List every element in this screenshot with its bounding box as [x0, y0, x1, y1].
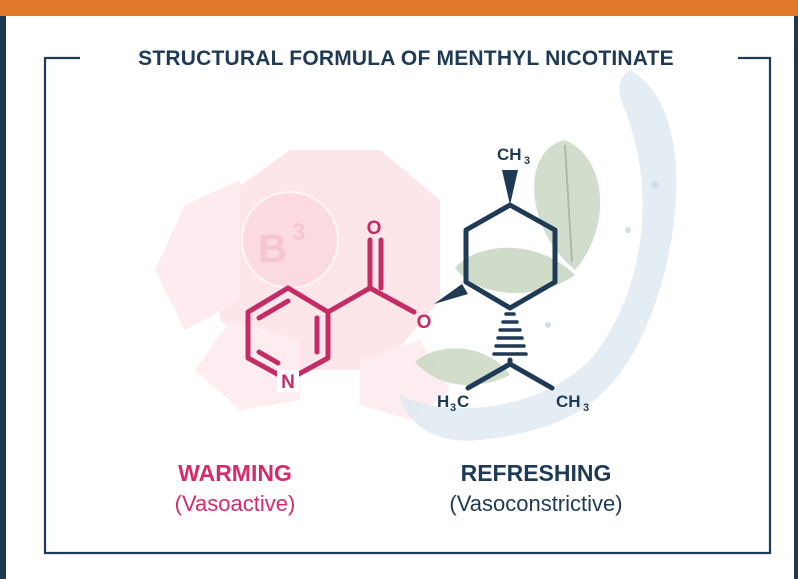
hashed-bond	[492, 312, 528, 356]
top-accent-bar	[0, 0, 798, 16]
left-methyl-h: H	[437, 392, 449, 411]
title-frame-border	[43, 56, 772, 555]
top-methyl-main: CH	[497, 145, 522, 164]
ester-wedge-bond	[434, 284, 468, 304]
top-methyl-label: CH 3	[497, 145, 530, 167]
right-methyl-subscript: 3	[583, 402, 589, 414]
water-splash-decoration	[400, 70, 677, 441]
warming-title: WARMING	[178, 460, 292, 486]
isopropyl-branches	[465, 357, 555, 391]
warming-subtitle: (Vasoactive)	[175, 491, 296, 516]
left-methyl-c: C	[457, 392, 469, 411]
left-methyl-subscript: 3	[450, 402, 456, 414]
top-methyl-subscript: 3	[524, 155, 530, 167]
refreshing-title: REFRESHING	[461, 460, 612, 486]
ester-oxygen-label: O	[417, 312, 432, 333]
carbonyl-oxygen-label: O	[367, 218, 382, 239]
ring-nitrogen-label: N	[281, 372, 295, 393]
refreshing-subtitle: (Vasoconstrictive)	[449, 491, 622, 516]
pyridine-ring	[245, 237, 417, 383]
right-methyl-label: CH 3	[556, 392, 589, 414]
pyridine-labels: N O O	[277, 218, 431, 393]
right-methyl-main: CH	[556, 392, 581, 411]
left-methyl-label: H 3 C	[437, 392, 469, 414]
vitamin-b3-badge: B 3	[241, 191, 339, 289]
top-methyl-wedge	[502, 170, 518, 205]
diagram-title: STRUCTURAL FORMULA OF MENTHYL NICOTINATE	[138, 47, 674, 70]
mint-leaves-decoration	[415, 140, 601, 385]
menthyl-cyclohexane-ring	[463, 202, 558, 311]
b3-superscript: 3	[292, 219, 305, 246]
b3-letter: B	[258, 227, 287, 271]
